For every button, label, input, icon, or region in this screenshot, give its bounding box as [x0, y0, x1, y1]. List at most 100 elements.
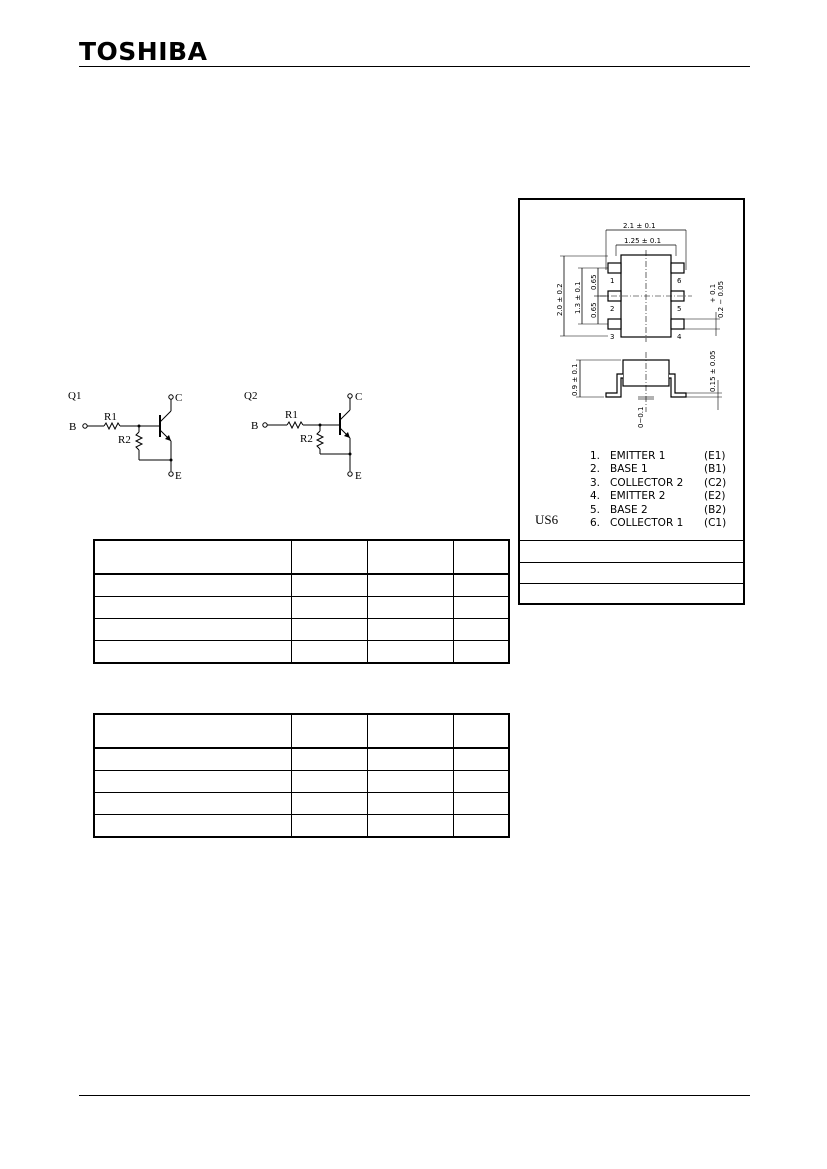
pin-number: 4 — [677, 333, 682, 341]
base-label: B — [251, 420, 258, 432]
table-cell — [453, 747, 510, 771]
dim-body-height: 0.9 ± 0.1 — [571, 363, 579, 396]
table-cell — [93, 792, 292, 815]
table-cell — [291, 713, 368, 749]
table-cell — [367, 596, 454, 619]
dim-pitch-upper: 0.65 — [590, 274, 598, 290]
pin-num: 4. — [590, 490, 601, 503]
table-row — [93, 596, 510, 619]
pin-code: (C1) — [704, 517, 727, 530]
r2-label: R2 — [118, 434, 131, 446]
r1-label: R1 — [104, 411, 117, 423]
package-drawing: 2.1 ± 0.1 1.25 ± 0.1 1 2 3 4 5 6 2.0 ± 0… — [556, 222, 725, 428]
pin-name: BASE 1 — [610, 463, 648, 476]
transistor-label-q1: Q1 — [68, 390, 81, 402]
pin-number: 3 — [610, 333, 614, 341]
pin-code: (B2) — [704, 503, 727, 516]
table-cell — [367, 573, 454, 597]
table-cell — [453, 770, 510, 793]
table-row — [93, 640, 510, 664]
equivalent-circuit-q2: Q2 B R1 R2 C E — [242, 385, 402, 485]
table-cell — [93, 573, 292, 597]
table-header-row — [93, 713, 510, 749]
dim-standoff: 0~0.1 — [637, 407, 645, 428]
table-cell — [453, 713, 510, 749]
dim-pitch-span: 1.3 ± 0.1 — [574, 281, 582, 314]
pin-num: 6. — [590, 517, 601, 530]
circuit-diagram-q2: Q2 B R1 R2 C E — [244, 390, 362, 482]
list-item: 1. EMITTER 1 (E1) — [590, 450, 734, 463]
table-cell — [453, 792, 510, 815]
ratings-table-1 — [93, 539, 510, 664]
table-row — [93, 573, 510, 597]
pin-assignment-list: 1. EMITTER 1 (E1) 2. BASE 1 (B1) 3. COLL… — [590, 450, 734, 530]
table-row — [93, 618, 510, 641]
table-cell — [367, 814, 454, 838]
ratings-table-2 — [93, 713, 510, 838]
table-cell — [367, 770, 454, 793]
table-row — [93, 814, 510, 838]
collector-label: C — [355, 391, 362, 403]
package-divider — [520, 562, 743, 563]
emitter-label: E — [355, 470, 362, 482]
pin-code: (E1) — [704, 450, 726, 462]
table-row — [93, 792, 510, 815]
pin-name: EMITTER 1 — [610, 450, 666, 462]
table-cell — [367, 792, 454, 815]
transistor-label-q2: Q2 — [244, 390, 257, 402]
table-cell — [291, 640, 368, 664]
pin-name: EMITTER 2 — [610, 490, 666, 503]
pin-num: 3. — [590, 476, 601, 489]
table-cell — [367, 618, 454, 641]
pin-number: 6 — [677, 277, 682, 285]
table-cell — [453, 596, 510, 619]
collector-label: C — [175, 392, 182, 404]
footer-rule — [79, 1095, 750, 1096]
table-row — [93, 747, 510, 771]
dim-pitch-lower: 0.65 — [590, 302, 598, 318]
pin-name: COLLECTOR 1 — [610, 517, 684, 530]
table-cell — [93, 539, 292, 575]
pin-number: 1 — [610, 277, 614, 285]
table-cell — [291, 792, 368, 815]
base-label: B — [69, 421, 76, 433]
table-cell — [453, 539, 510, 575]
table-cell — [367, 713, 454, 749]
dim-width-total: 2.1 ± 0.1 — [623, 222, 656, 230]
table-cell — [291, 747, 368, 771]
package-outline-box: 2.1 ± 0.1 1.25 ± 0.1 1 2 3 4 5 6 2.0 ± 0… — [518, 198, 745, 605]
pin-name: BASE 2 — [610, 503, 648, 516]
circuit-diagram-q1: Q1 B R1 R2 C E — [68, 390, 182, 482]
table-cell — [453, 640, 510, 664]
list-item: 3. COLLECTOR 2 (C2) — [590, 477, 734, 490]
table-cell — [291, 618, 368, 641]
list-item: 2. BASE 1 (B1) — [590, 463, 734, 476]
emitter-label: E — [175, 470, 182, 482]
table-cell — [453, 573, 510, 597]
pin-number: 5 — [677, 305, 681, 313]
dim-height-total: 2.0 ± 0.2 — [556, 283, 564, 316]
table-cell — [93, 814, 292, 838]
table-cell — [93, 618, 292, 641]
table-cell — [367, 539, 454, 575]
pin-code: (E2) — [704, 490, 726, 503]
table-row — [93, 770, 510, 793]
package-divider — [520, 540, 743, 541]
toshiba-logo: TOSHIBA — [79, 37, 208, 66]
pin-code: (C2) — [704, 476, 727, 489]
table-cell — [453, 618, 510, 641]
list-item: 4. EMITTER 2 (E2) — [590, 490, 734, 503]
table-cell — [93, 747, 292, 771]
table-header-row — [93, 539, 510, 575]
dim-lead-width: 0.2 − 0.05 — [717, 281, 725, 318]
table-cell — [93, 770, 292, 793]
table-cell — [93, 713, 292, 749]
header-rule — [79, 66, 750, 67]
table-cell — [93, 640, 292, 664]
equivalent-circuit-q1: Q1 B R1 R2 C E — [66, 385, 226, 485]
r2-label: R2 — [300, 433, 313, 445]
pin-num: 2. — [590, 463, 601, 476]
pin-num: 1. — [590, 450, 601, 462]
table-cell — [453, 814, 510, 838]
table-cell — [367, 747, 454, 771]
